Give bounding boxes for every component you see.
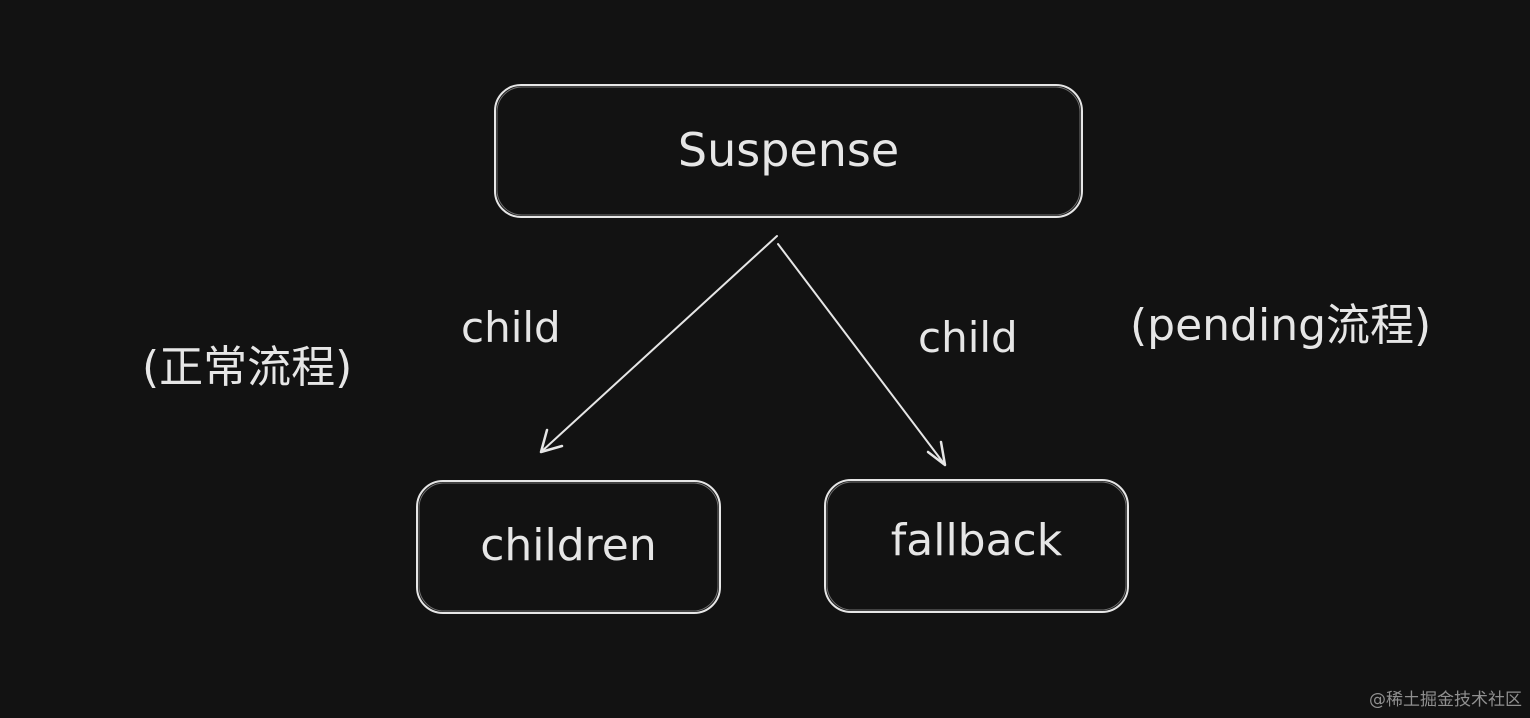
arrowhead-children bbox=[539, 428, 564, 454]
watermark-text: @稀土掘金技术社区 bbox=[1369, 690, 1522, 710]
fallback-node-box-sketch bbox=[826, 481, 1127, 611]
suspense-node-box-sketch bbox=[496, 86, 1081, 216]
children-node-label: children bbox=[480, 520, 657, 571]
children-node-box-sketch bbox=[418, 482, 719, 612]
note-normal-flow: (正常流程) bbox=[142, 342, 353, 393]
note-pending-flow: (pending流程) bbox=[1130, 300, 1432, 351]
edge-label-left: child bbox=[461, 303, 561, 352]
fallback-node-box bbox=[824, 479, 1129, 613]
suspense-node-label: Suspense bbox=[677, 123, 900, 177]
arrow-suspense-to-fallback bbox=[777, 243, 946, 466]
arrowhead-fallback bbox=[926, 440, 947, 467]
suspense-node-box bbox=[494, 84, 1083, 218]
fallback-node-label: fallback bbox=[890, 515, 1063, 566]
edge-label-right: child bbox=[918, 313, 1018, 362]
children-node-box bbox=[416, 480, 721, 614]
arrow-suspense-to-children bbox=[540, 235, 778, 453]
